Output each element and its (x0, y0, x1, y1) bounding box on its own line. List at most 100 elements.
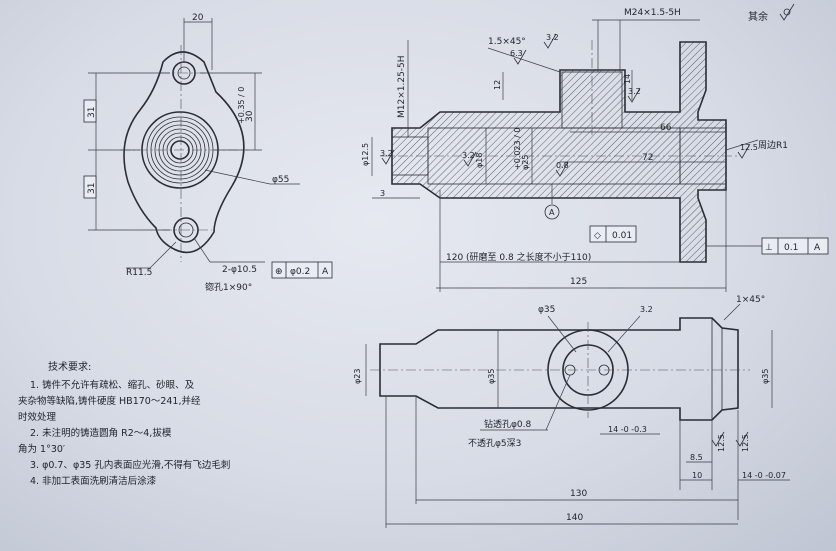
hole-callout: 2-φ10.5 锪孔1×90° (193, 237, 265, 293)
roughness-symbol-icon (779, 3, 795, 21)
svg-text:3.2: 3.2 (640, 305, 653, 314)
svg-text:8.5: 8.5 (690, 453, 703, 462)
label-chamfer-bottom: 1×45° (723, 295, 765, 321)
svg-text:1.5×45°: 1.5×45° (488, 37, 526, 47)
svg-text:130: 130 (570, 489, 587, 499)
svg-text:140: 140 (566, 513, 583, 523)
dim-130: 130 (415, 396, 738, 504)
svg-text:12.5: 12.5 (741, 434, 750, 452)
svg-text:3: 3 (380, 189, 385, 198)
svg-text:12: 12 (493, 80, 502, 90)
technical-notes: 技术要求: 1. 铸件不允许有疏松、缩孔、砂眼、及 夹杂物等缺陷,铸件硬度 HB… (18, 360, 230, 487)
flatness-frame: ◇ 0.01 (589, 225, 637, 243)
svg-text:φ18: φ18 (475, 153, 484, 168)
svg-text:12.5: 12.5 (717, 434, 726, 452)
svg-text:10: 10 (692, 471, 702, 480)
svg-text:14: 14 (623, 74, 632, 84)
svg-text:0.8: 0.8 (556, 161, 569, 170)
svg-text:4. 非加工表面洗刷清洁后涂漆: 4. 非加工表面洗刷清洁后涂漆 (30, 475, 157, 487)
svg-text:⊥: ⊥ (765, 243, 773, 253)
svg-text:技术要求:: 技术要求: (48, 360, 91, 373)
svg-text:夹杂物等缺陷,铸件硬度 HB170～241,并经: 夹杂物等缺陷,铸件硬度 HB170～241,并经 (18, 395, 201, 407)
drill-hole-right (598, 364, 610, 376)
dim-20: 20 (183, 13, 213, 70)
bottom-outline (379, 317, 739, 421)
label-m12: M12×1.25-5H (397, 40, 409, 137)
top-view: 20 31 31 30 +0.35 / 0 φ55 (83, 13, 333, 293)
svg-text:1. 铸件不允许有疏松、缩孔、砂眼、及: 1. 铸件不允许有疏松、缩孔、砂眼、及 (30, 379, 195, 391)
svg-text:不透孔φ5深3: 不透孔φ5深3 (468, 438, 521, 449)
edge-note: 周边R1 (725, 139, 788, 151)
svg-text:72: 72 (642, 153, 653, 163)
svg-text:φ35: φ35 (487, 369, 496, 384)
svg-text:φ25: φ25 (521, 155, 530, 170)
bottom-view: φ35 3.2 1×45° φ23 φ35 φ35 钻透孔φ0.8 不透孔φ5深… (353, 295, 790, 528)
svg-text:14 -0 -0.07: 14 -0 -0.07 (742, 471, 786, 480)
svg-text:0.1: 0.1 (784, 243, 798, 253)
svg-text:3.2: 3.2 (546, 33, 559, 42)
svg-text:12.5: 12.5 (740, 143, 758, 152)
svg-text:φ35: φ35 (761, 369, 770, 384)
label-phi35-top: φ35 (538, 305, 577, 353)
svg-text:R11.5: R11.5 (126, 268, 152, 278)
svg-text:1×45°: 1×45° (736, 295, 765, 305)
svg-text:A: A (322, 267, 329, 277)
svg-text:+0.023 / 0: +0.023 / 0 (513, 128, 522, 170)
svg-text:A: A (814, 243, 821, 253)
svg-text:φ55: φ55 (272, 175, 289, 185)
dim-31-bottom-box (83, 175, 97, 199)
dim-phi55: φ55 (204, 169, 300, 185)
section-hatch (392, 42, 726, 262)
svg-text:6.3: 6.3 (510, 49, 523, 58)
label-r32: 3.2 (607, 305, 653, 353)
svg-text:M24×1.5-5H: M24×1.5-5H (624, 8, 681, 18)
svg-text:2-φ10.5: 2-φ10.5 (222, 265, 257, 275)
svg-text:120 (研磨至 0.8 之长度不小于110): 120 (研磨至 0.8 之长度不小于110) (446, 251, 591, 263)
svg-text:+0.35 / 0: +0.35 / 0 (237, 87, 246, 124)
svg-text:3.2: 3.2 (380, 149, 393, 158)
svg-text:φ23: φ23 (353, 369, 362, 384)
svg-text:时效处理: 时效处理 (18, 411, 57, 423)
label-chamfer: 1.5×45° (487, 37, 561, 73)
svg-text:3. φ0.7、φ35 孔内表面应光滑,不得有飞边毛刺: 3. φ0.7、φ35 孔内表面应光滑,不得有飞边毛刺 (30, 459, 230, 471)
svg-text:M12×1.25-5H: M12×1.25-5H (397, 55, 407, 118)
section-view: M24×1.5-5H 1.5×45° M12×1.25-5H 12 14 φ12… (361, 8, 829, 292)
dim-140: 140 (385, 396, 738, 528)
svg-text:锪孔1×90°: 锪孔1×90° (205, 281, 252, 293)
svg-text:31: 31 (87, 107, 97, 118)
svg-text:φ12.5: φ12.5 (361, 143, 370, 166)
label-m24: M24×1.5-5H (592, 8, 700, 72)
svg-text:31: 31 (87, 183, 97, 194)
svg-text:A: A (549, 208, 555, 217)
position-tolerance-frame: ⊕ φ0.2 A (271, 261, 333, 279)
svg-text:⊕: ⊕ (275, 267, 283, 277)
svg-text:30: 30 (245, 110, 255, 122)
dim-120: 120 (研磨至 0.8 之长度不小于110) (439, 190, 727, 292)
svg-text:66: 66 (660, 123, 672, 133)
dim-r115: R11.5 (126, 241, 177, 278)
svg-text:3.2: 3.2 (462, 151, 475, 160)
perpendicularity-frame: ⊥ 0.1 A (706, 237, 829, 255)
drill-notes: 钻透孔φ0.8 不透孔φ5深3 (468, 374, 571, 449)
dim-30: 30 +0.35 / 0 (200, 72, 262, 151)
dim-125: 125 (436, 277, 726, 289)
dim-14-tol: 14 -0 -0.3 (600, 425, 660, 435)
svg-text:角为 1°30′: 角为 1°30′ (18, 443, 65, 455)
svg-text:钻透孔φ0.8: 钻透孔φ0.8 (484, 418, 532, 430)
svg-text:2. 未注明的铸造圆角 R2～4,拔模: 2. 未注明的铸造圆角 R2～4,拔模 (30, 427, 172, 439)
dim-31-stack: 31 31 (83, 72, 170, 231)
svg-text:周边R1: 周边R1 (758, 140, 788, 151)
dim-31-top-box (83, 99, 97, 123)
flange-outline (123, 51, 245, 254)
svg-text:φ0.2: φ0.2 (290, 267, 310, 277)
remaining-finish: 其余 (748, 3, 795, 23)
roughness-marks: 6.3 3.2 3.2 0.8 3.2 12.5 3.2 (380, 33, 758, 177)
svg-text:0.01: 0.01 (612, 231, 632, 241)
svg-text:其余: 其余 (748, 10, 768, 23)
svg-text:φ35: φ35 (538, 305, 555, 315)
section-outline (391, 41, 727, 263)
svg-text:125: 125 (570, 277, 587, 287)
datum-a: A (544, 184, 560, 220)
